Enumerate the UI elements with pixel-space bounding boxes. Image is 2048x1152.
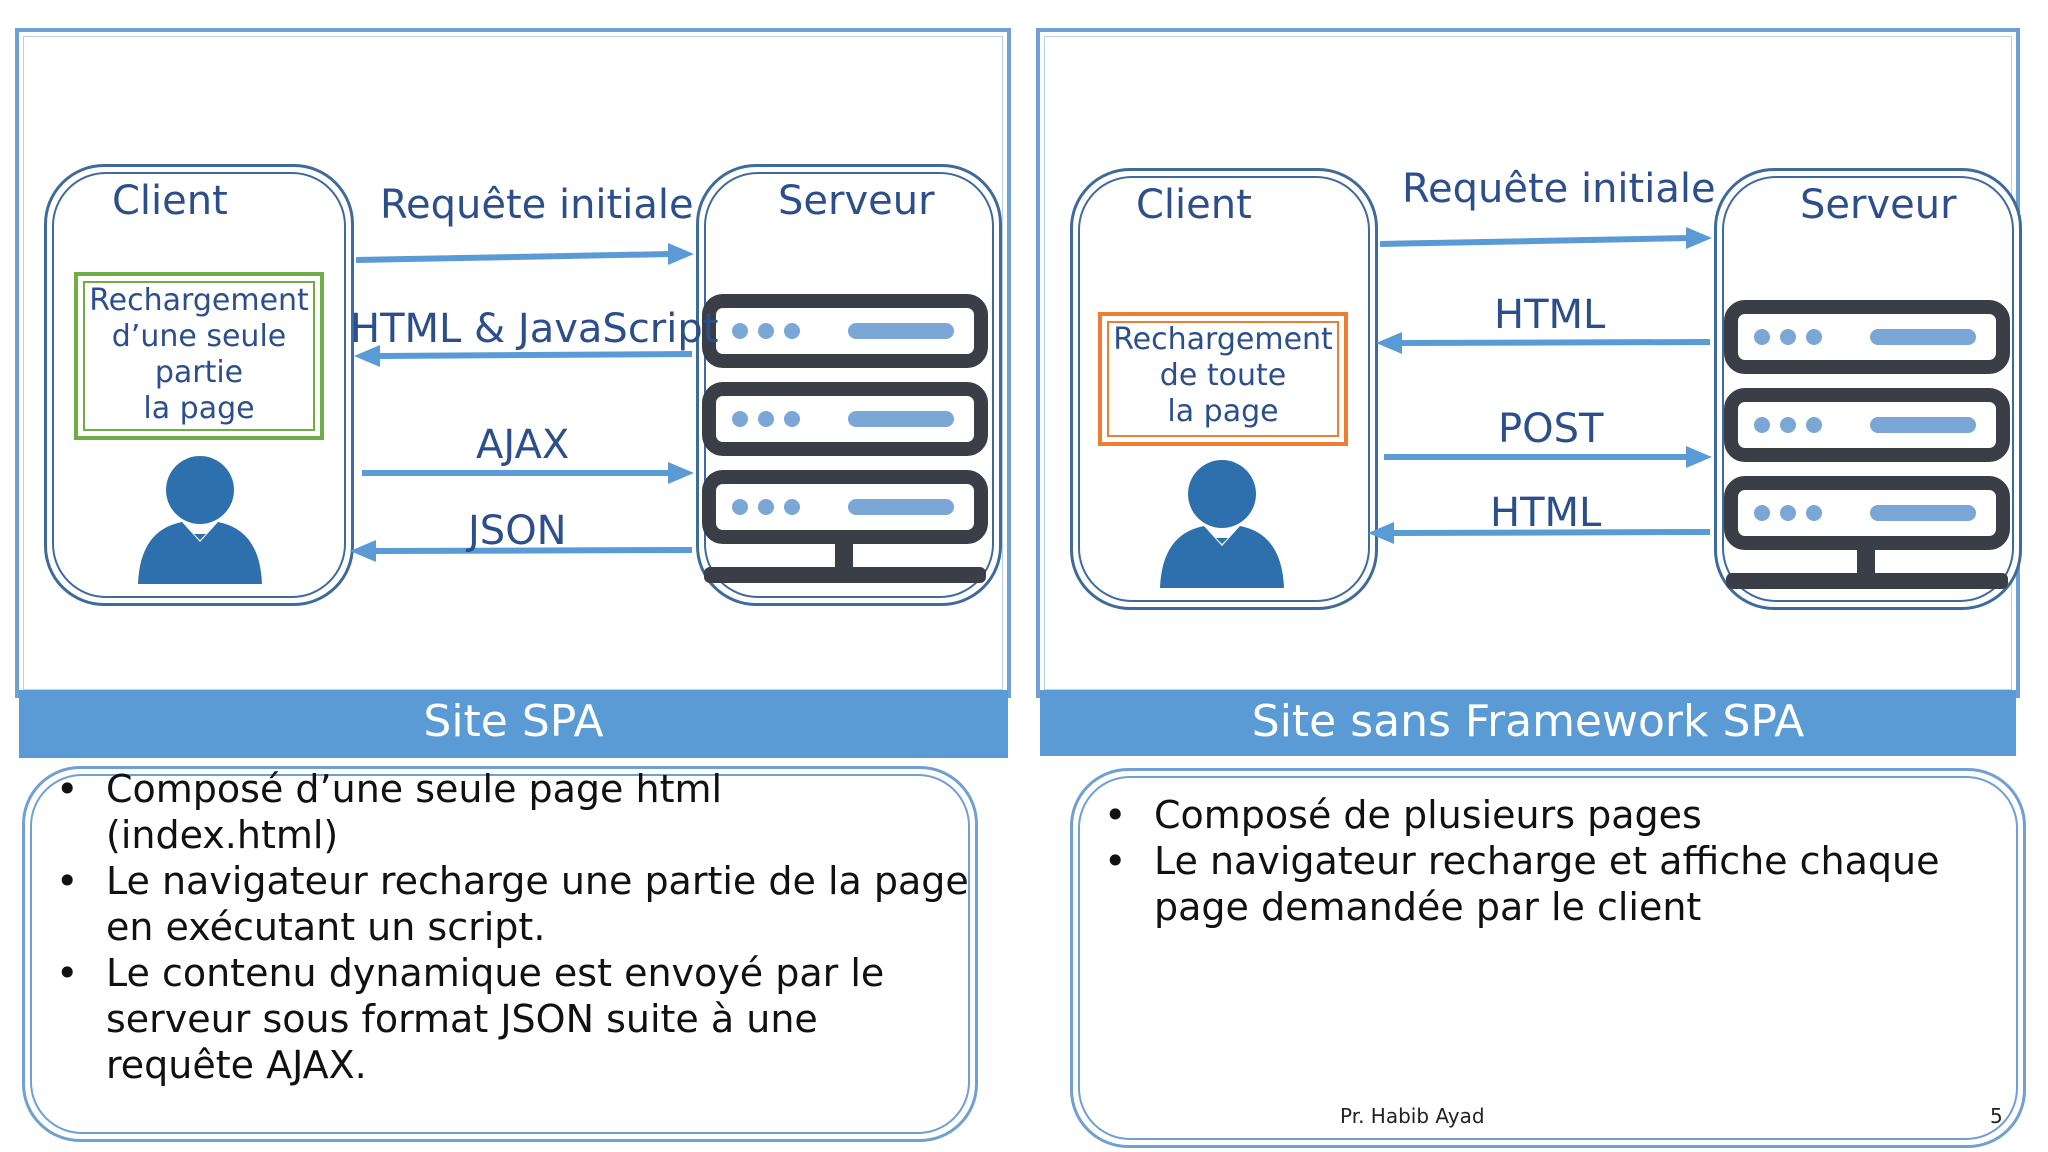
arrow-right-icon — [1379, 227, 1712, 249]
spa-description-box — [22, 766, 978, 1142]
spa-server-label: Serveur — [778, 178, 935, 224]
spa-title: Site SPA — [423, 696, 604, 747]
spa-arrow-label-html-js: HTML & JavaScript — [350, 306, 719, 352]
arrow-left-icon — [354, 345, 693, 367]
spa-client-label: Client — [112, 178, 228, 224]
non-spa-arrow-label-initial-request: Requête initiale — [1402, 166, 1716, 212]
bullet-item: • Le contenu dynamique est envoyé par le… — [56, 951, 885, 1087]
non-spa-arrow-label-html-2: HTML — [1490, 490, 1602, 536]
non-spa-title: Site sans Framework SPA — [1251, 696, 1805, 747]
bullet-item: • Le navigateur recharge et affiche chaq… — [1104, 839, 1940, 929]
spa-bullet-list: • Composé d’une seule page html (index.h… — [22, 766, 972, 1088]
non-spa-description-box — [1070, 768, 2026, 1148]
non-spa-arrow-label-post: POST — [1498, 406, 1604, 452]
arrow-right-icon — [362, 462, 694, 484]
bullet-item: • Le navigateur recharge une partie de l… — [56, 859, 969, 949]
reload-line: la page — [1167, 394, 1279, 429]
non-spa-bullet-list: • Composé de plusieurs pages • Le naviga… — [1070, 792, 2010, 930]
spa-partial-reload-box: Rechargement d’une seule partie la page — [74, 272, 324, 440]
user-icon — [1160, 460, 1284, 588]
arrow-left-icon — [350, 540, 693, 562]
arrow-right-icon — [1384, 446, 1712, 468]
non-spa-title-bar: Site sans Framework SPA — [1040, 690, 2016, 756]
reload-line: Rechargement — [1113, 322, 1333, 357]
arrow-right-icon — [355, 243, 694, 265]
footer-page-number: 5 — [1990, 1104, 2003, 1128]
non-spa-server-label: Serveur — [1800, 182, 1957, 228]
spa-arrow-label-ajax: AJAX — [476, 422, 570, 468]
arrow-left-icon — [1376, 332, 1711, 354]
non-spa-client-label: Client — [1136, 182, 1252, 228]
reload-line: de toute — [1159, 358, 1287, 393]
bullet-item: • Composé d’une seule page html (index.h… — [56, 767, 723, 857]
reload-line: partie — [154, 355, 244, 390]
server-rack-icon — [1724, 300, 2010, 589]
reload-line: la page — [143, 391, 255, 426]
non-spa-arrow-label-html: HTML — [1494, 292, 1606, 338]
server-rack-icon — [702, 294, 988, 583]
non-spa-full-reload-box: Rechargement de toute la page — [1098, 312, 1348, 446]
reload-line: d’une seule — [111, 319, 287, 354]
spa-title-bar: Site SPA — [19, 690, 1008, 758]
arrow-left-icon — [1368, 522, 1711, 544]
bullet-item: • Composé de plusieurs pages — [1104, 793, 1702, 837]
user-icon — [138, 456, 262, 584]
spa-arrow-label-initial-request: Requête initiale — [380, 182, 694, 228]
spa-arrow-label-json: JSON — [468, 508, 567, 554]
footer-author: Pr. Habib Ayad — [1340, 1104, 1485, 1128]
reload-line: Rechargement — [89, 283, 309, 318]
